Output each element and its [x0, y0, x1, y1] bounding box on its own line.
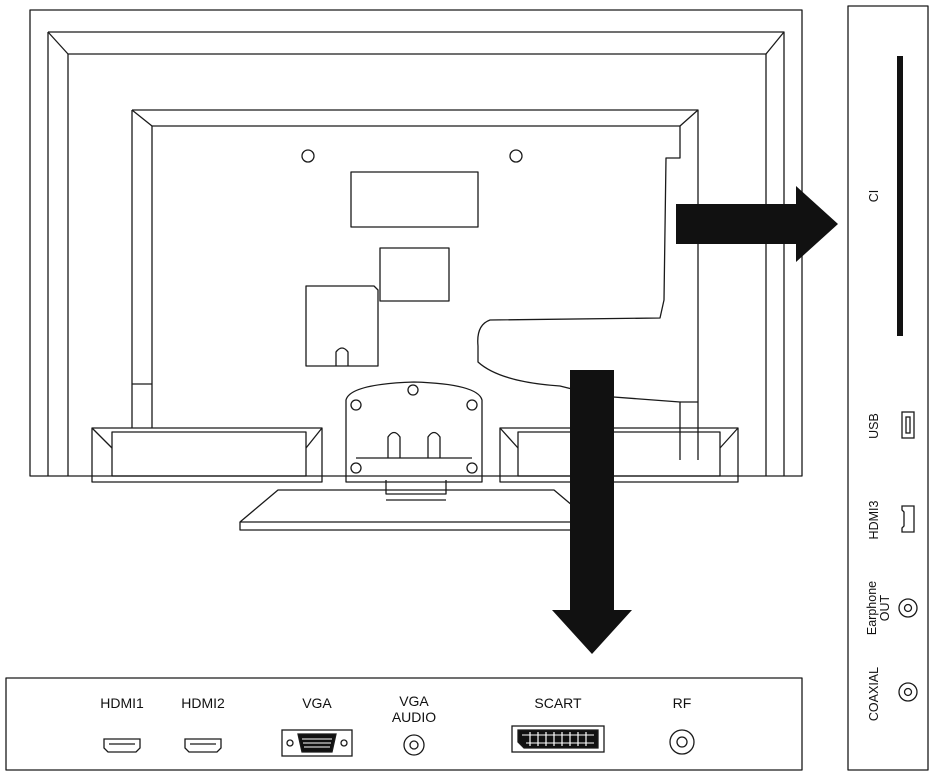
hdmi1-port-icon — [103, 738, 141, 753]
rf-jack-icon — [669, 729, 695, 755]
vga-port-icon — [281, 729, 353, 757]
hdmi2-port-icon — [184, 738, 222, 753]
screw-hole — [301, 149, 315, 163]
coaxial-label: COAXIAL — [867, 667, 881, 721]
earphone-label-line2: OUT — [878, 594, 892, 621]
rf-label: RF — [673, 695, 692, 711]
stand-base — [239, 489, 593, 531]
arrow-right-to-side-panel — [676, 186, 838, 262]
scart-port-icon — [511, 725, 605, 753]
earphone-jack-icon — [898, 598, 918, 618]
hdmi1-label: HDMI1 — [100, 695, 144, 711]
stand-mount-plate — [345, 381, 483, 501]
vga-audio-label-line1: VGA — [399, 693, 429, 709]
tv-rear-housing — [29, 9, 803, 477]
vga-audio-jack-icon — [403, 734, 425, 756]
hdmi2-label: HDMI2 — [181, 695, 225, 711]
usb-label: USB — [867, 413, 881, 439]
earphone-label-line1: Earphone — [865, 581, 879, 635]
rear-label-plate — [379, 247, 450, 302]
side-connector-panel — [847, 5, 929, 771]
right-speaker-housing — [499, 427, 739, 483]
hdmi3-label: HDMI3 — [867, 501, 881, 540]
cable-cover — [305, 285, 379, 367]
arrow-down-to-bottom-panel — [552, 370, 632, 654]
coaxial-jack-icon — [898, 682, 918, 702]
rear-panel-bump — [131, 109, 699, 460]
screw-hole — [509, 149, 523, 163]
scart-label: SCART — [534, 695, 582, 711]
vga-audio-label-line2: AUDIO — [392, 709, 436, 725]
ci-label: CI — [867, 190, 881, 203]
ci-slot — [897, 56, 903, 336]
hdmi3-port-icon — [901, 505, 915, 533]
left-speaker-housing — [91, 427, 323, 483]
usb-port-icon — [901, 411, 915, 439]
bottom-connector-panel — [5, 677, 803, 771]
rear-label-plate — [350, 171, 479, 228]
vga-label: VGA — [302, 695, 332, 711]
